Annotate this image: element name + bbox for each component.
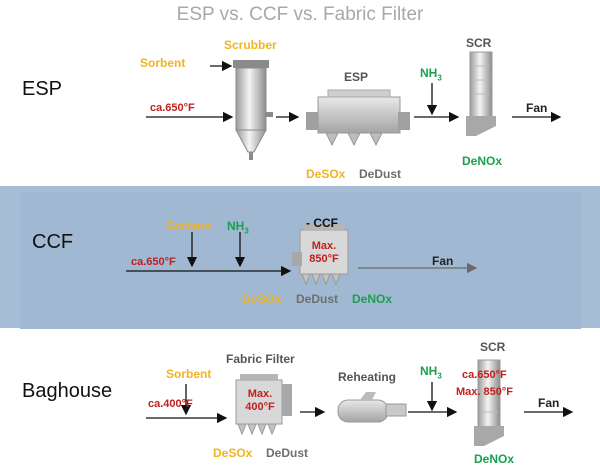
temperature-label: ca.650°F xyxy=(150,102,195,114)
scr-icon xyxy=(474,359,504,446)
row-label-ccf: CCF xyxy=(32,231,74,253)
esp-icon xyxy=(306,89,410,147)
fan-label: Fan xyxy=(432,254,454,268)
ccf-icon xyxy=(292,224,349,286)
nh3-label: NH3 xyxy=(227,219,249,236)
denox-label: DeNOx xyxy=(352,292,393,306)
fabric-filter-label: Fabric Filter xyxy=(226,352,295,366)
scrubber-icon xyxy=(233,60,273,160)
desox-label: DeSOx xyxy=(242,292,282,306)
temperature-label: ca.650°F xyxy=(131,256,176,268)
reheating-label: Reheating xyxy=(338,370,397,384)
sorbent-label: Sorbent xyxy=(166,219,212,233)
ccf-label: - CCF xyxy=(306,216,338,230)
scr-label: SCR xyxy=(480,340,506,354)
dedust-label: DeDust xyxy=(359,167,402,181)
esp-label: ESP xyxy=(344,70,369,84)
scrubber-label: Scrubber xyxy=(224,38,277,52)
fabric-filter-icon xyxy=(235,374,292,436)
diagram-title: ESP vs. CCF vs. Fabric Filter xyxy=(176,4,424,25)
nh3-label: NH3 xyxy=(420,66,442,83)
denox-label: DeNOx xyxy=(462,154,503,168)
scr-max-temperature: Max. 850°F xyxy=(456,386,513,398)
nh3-label: NH3 xyxy=(420,364,442,381)
fan-label: Fan xyxy=(526,101,548,115)
temperature-label: ca.400°F xyxy=(148,398,193,410)
ccf-max-temperature: Max.850°F xyxy=(309,240,339,265)
sorbent-label: Sorbent xyxy=(166,367,212,381)
dedust-label: DeDust xyxy=(296,292,339,306)
desox-label: DeSOx xyxy=(306,167,346,181)
row-label-baghouse: Baghouse xyxy=(22,380,113,402)
sorbent-label: Sorbent xyxy=(140,56,186,70)
scr-label: SCR xyxy=(466,36,492,50)
reheating-icon xyxy=(337,392,407,423)
fabric-filter-max-temperature: Max.400°F xyxy=(245,388,275,413)
denox-label: DeNOx xyxy=(474,452,515,466)
scr-temperature: ca.650°F xyxy=(462,369,507,381)
row-label-esp: ESP xyxy=(22,78,63,100)
dedust-label: DeDust xyxy=(266,446,309,460)
fan-label: Fan xyxy=(538,396,560,410)
scr-icon xyxy=(466,51,496,136)
desox-label: DeSOx xyxy=(213,446,253,460)
